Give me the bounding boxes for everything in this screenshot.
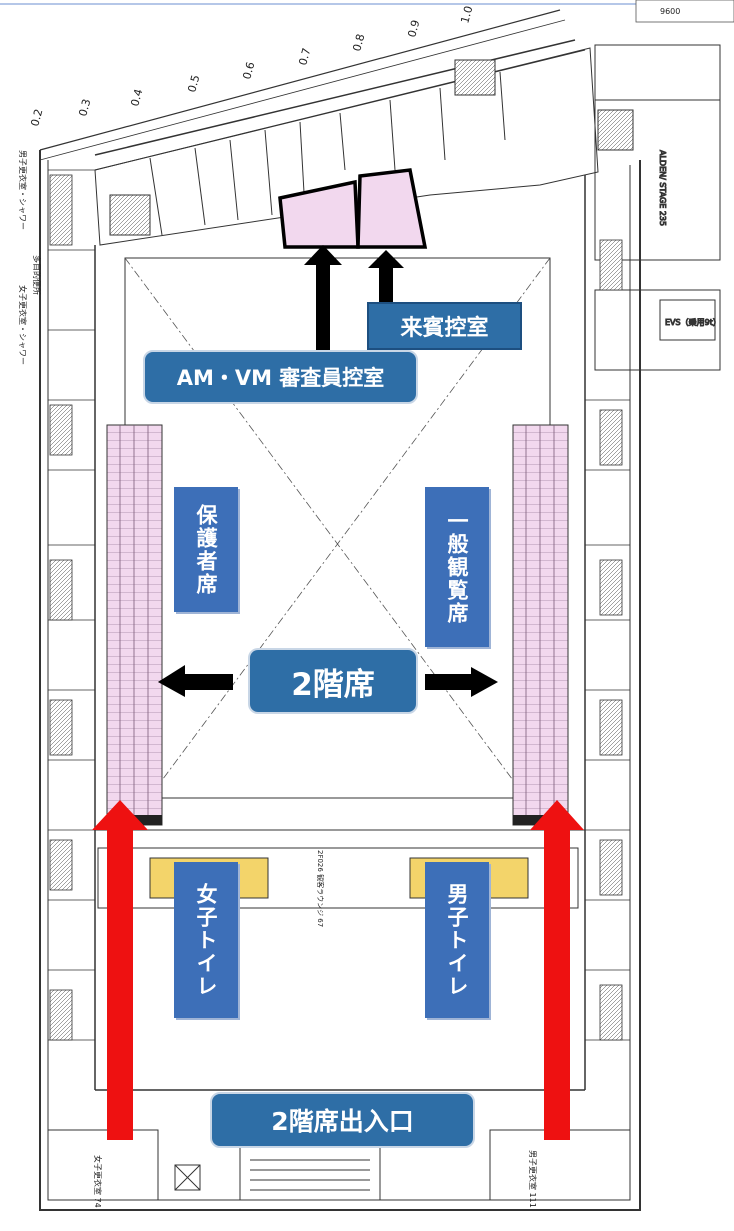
corner-scale-text: 9600 xyxy=(660,7,680,16)
label-general-seats: 一般観覧席 xyxy=(425,487,489,647)
grid-tick: 1.0 xyxy=(458,5,475,25)
room-label-left-mid: 多目的便所 xyxy=(32,255,42,295)
room-label-left-low: 女子更衣室・シャワー xyxy=(18,285,28,365)
callout-entrance-label: 2階席出入口 xyxy=(271,1107,414,1136)
callout-judges-room-label: AM・VM 審査員控室 xyxy=(176,366,385,390)
arrow-up-judges xyxy=(304,245,342,372)
arrow-up-guest xyxy=(368,250,404,303)
grid-tick: 0.6 xyxy=(240,61,257,81)
arrow-right xyxy=(471,667,498,697)
red-arrows xyxy=(92,800,584,1140)
red-arrow-left xyxy=(92,800,148,1140)
lounge-benches: 2F026 観客ラウンジ 67 xyxy=(97,847,579,927)
grid-tick: 0.7 xyxy=(296,47,313,67)
label-womens-toilet-text: 女子トイレ xyxy=(194,882,218,998)
red-arrow-right xyxy=(530,800,584,1140)
grid-tick: 0.9 xyxy=(405,19,422,39)
room-label-left-top: 男子更衣室・シャワー xyxy=(18,150,28,230)
callout-guest-room: 来賓控室 xyxy=(367,302,522,350)
label-guardian-seats: 保護者席 xyxy=(174,487,238,612)
highlighted-rooms xyxy=(278,168,428,249)
callout-judges-room: AM・VM 審査員控室 xyxy=(143,350,418,404)
grid-tick: 0.5 xyxy=(185,74,202,94)
label-womens-toilet: 女子トイレ xyxy=(174,862,238,1018)
callout-second-floor-label: 2階席 xyxy=(291,666,375,703)
room-label-bottom-left: 女子更衣室 74 xyxy=(93,1155,103,1208)
top-room-band xyxy=(94,47,599,246)
black-arrows xyxy=(158,245,498,697)
callout-entrance: 2階席出入口 xyxy=(210,1092,475,1148)
grid-tick: 0.2 xyxy=(28,108,45,128)
room-label-lounge: 2F026 観客ラウンジ 67 xyxy=(316,850,325,927)
callout-guest-room-label: 来賓控室 xyxy=(400,316,489,341)
label-mens-toilet-text: 男子トイレ xyxy=(445,882,469,998)
grid-tick: 0.3 xyxy=(76,98,93,118)
callout-second-floor: 2階席 xyxy=(248,648,418,714)
grid-tick: 0.8 xyxy=(350,33,367,53)
grid-tick: 0.4 xyxy=(128,88,145,108)
label-mens-toilet: 男子トイレ xyxy=(425,862,489,1018)
side-room-columns xyxy=(48,169,630,1041)
room-label-evs: EVS（乗用9t） xyxy=(665,317,721,327)
seating-stands xyxy=(106,424,569,826)
label-general-seats-text: 一般観覧席 xyxy=(445,509,469,625)
room-label-bottom-right: 男子更衣室 111 xyxy=(528,1150,538,1208)
label-guardian-seats-text: 保護者席 xyxy=(194,503,218,596)
room-label-stage: ALDEN/ STAGE 235 xyxy=(658,150,667,226)
right-top-block: EVS（乗用9t） ALDEN/ STAGE 235 xyxy=(594,44,721,371)
